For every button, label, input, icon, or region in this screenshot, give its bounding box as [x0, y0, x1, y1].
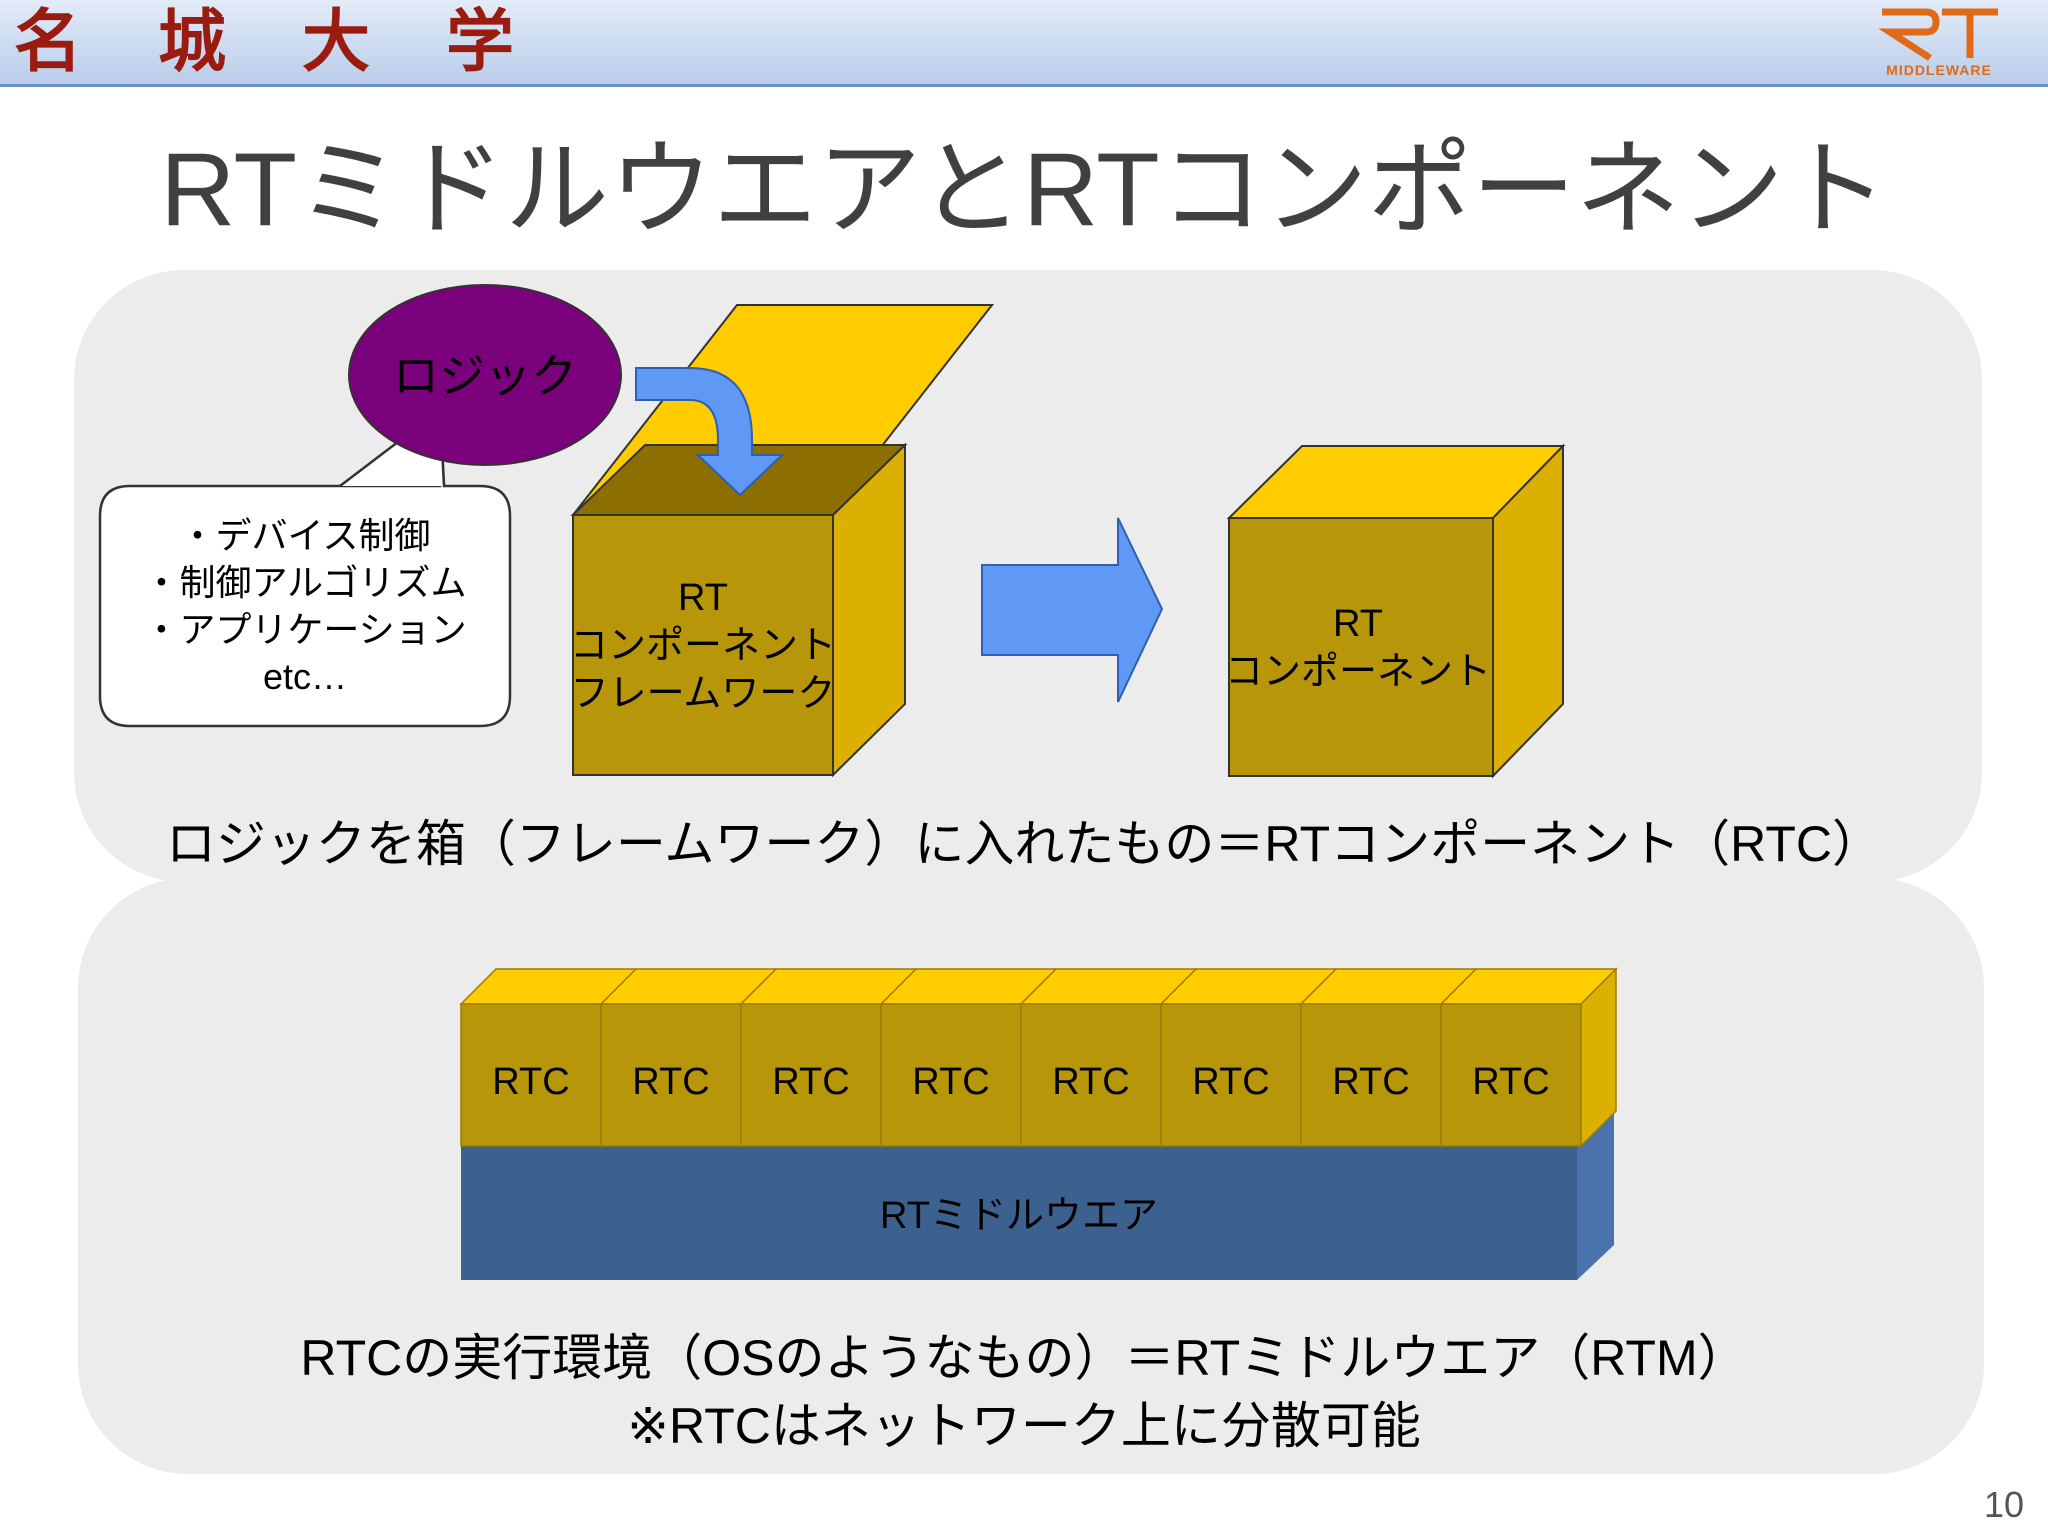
- framework-label-line: RT: [678, 577, 728, 619]
- middleware-side: [1577, 1110, 1614, 1280]
- rtc-block: [740, 1003, 882, 1147]
- rtc-block: [1020, 1003, 1162, 1147]
- bullet-item: ・アプリケーション: [143, 609, 466, 650]
- rtc-block-label: RTC: [1332, 1061, 1409, 1103]
- rtc-block: [1160, 1003, 1302, 1147]
- rtc-block-label: RTC: [492, 1061, 569, 1103]
- page-number: 10: [1983, 1484, 2024, 1525]
- framework-box-front: [572, 514, 834, 776]
- framework-label-line: コンポーネント: [570, 625, 836, 667]
- header-bar: 名城大学 MIDDLEWARE: [0, 0, 2048, 87]
- slide-title: RTミドルウエアとRTコンポーネント: [160, 132, 1888, 248]
- rtc-block-label: RTC: [632, 1061, 709, 1103]
- rt-middleware-logo: MIDDLEWARE: [1864, 4, 2014, 82]
- bottom-caption-line1: RTCの実行環境（OSのようなもの）＝RTミドルウエア（RTM）: [300, 1330, 1748, 1386]
- speech-bubble: [98, 409, 512, 728]
- bullet-item: ・デバイス制御: [180, 515, 431, 556]
- rtc-block: [460, 1003, 602, 1147]
- component-cube-front: [1228, 517, 1494, 777]
- logic-ellipse: [348, 284, 622, 466]
- bottom-caption-line2: ※RTCはネットワーク上に分散可能: [627, 1398, 1421, 1454]
- rtc-block-label: RTC: [1472, 1061, 1549, 1103]
- logic-label: ロジック: [393, 350, 577, 402]
- bullet-item: ・制御アルゴリズム: [144, 562, 467, 603]
- rtc-row-side: [1580, 967, 1617, 1148]
- framework-label-line: フレームワーク: [571, 673, 836, 715]
- rtc-block: [600, 1003, 742, 1147]
- rtc-block: [1300, 1003, 1442, 1147]
- right-arrow-icon: [981, 517, 1164, 703]
- rtc-block-label: RTC: [1052, 1061, 1129, 1103]
- rtc-block-label: RTC: [1192, 1061, 1269, 1103]
- rtc-block: [1440, 1003, 1582, 1147]
- top-caption: ロジックを箱（フレームワーク）に入れたもの＝RTコンポーネント（RTC）: [165, 816, 1883, 872]
- rtc-block-label: RTC: [912, 1061, 989, 1103]
- curved-arrow-icon: [635, 367, 785, 497]
- university-name: 名城大学: [14, 2, 591, 82]
- middleware-slab: [461, 1145, 1577, 1280]
- rtc-block: [880, 1003, 1022, 1147]
- rtc-block-label: RTC: [772, 1061, 849, 1103]
- middleware-label: RTミドルウエア: [880, 1195, 1158, 1237]
- bullet-item: etc…: [263, 656, 347, 697]
- rt-logo-subtext: MIDDLEWARE: [1886, 62, 1992, 78]
- rtc-block-row: RTC RTC RTC RTC RTC RTC RTC RTC: [459, 967, 1618, 1148]
- component-label-line: コンポーネント: [1225, 651, 1491, 693]
- component-label-line: RT: [1333, 603, 1383, 645]
- rt-logo-icon: [1878, 8, 1998, 61]
